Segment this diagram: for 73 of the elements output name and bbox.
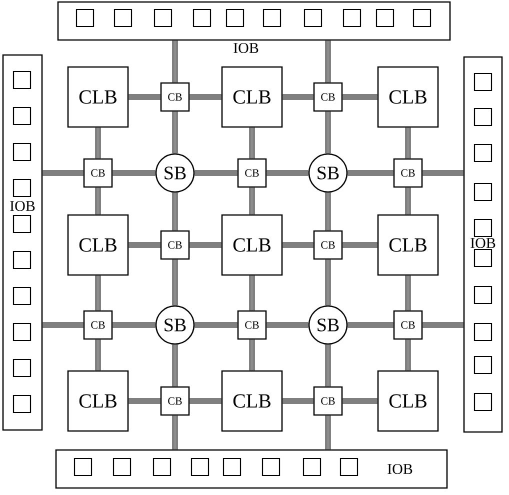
interconnect-lines: [326, 415, 330, 450]
interconnect-lines: [189, 242, 222, 248]
interconnect-lines: [96, 339, 100, 371]
interconnect-lines: [422, 322, 464, 328]
connection-box: CB: [160, 386, 190, 416]
interconnect-lines: [282, 398, 314, 404]
interconnect-lines: [266, 322, 309, 328]
clb-box: CLB: [67, 214, 129, 276]
iob-label: IOB: [234, 42, 258, 54]
interconnect-lines: [406, 339, 410, 371]
interconnect-lines: [250, 127, 254, 159]
clb-box: CLB: [67, 66, 129, 128]
clb-box: CLB: [221, 66, 283, 128]
interconnect-lines: [250, 187, 254, 215]
interconnect-lines: [42, 170, 84, 176]
interconnect-lines: [326, 259, 330, 306]
interconnect-lines: [96, 275, 100, 311]
interconnect-lines: [342, 242, 378, 248]
interconnect-lines: [42, 322, 84, 328]
interconnect-lines: [406, 187, 410, 215]
connection-box: CB: [393, 158, 423, 188]
interconnect-lines: [189, 94, 222, 100]
connection-box: CB: [313, 230, 343, 260]
interconnect-lines: [112, 170, 156, 176]
interconnect-lines: [347, 170, 394, 176]
connection-box: CB: [160, 230, 190, 260]
clb-box: CLB: [67, 370, 129, 432]
interconnect-lines: [326, 344, 330, 387]
interconnect-lines: [172, 40, 178, 83]
connection-box: CB: [83, 158, 113, 188]
connection-box: CB: [160, 82, 190, 112]
clb-box: CLB: [221, 370, 283, 432]
connection-box: CB: [237, 158, 267, 188]
interconnect-lines: [172, 111, 178, 154]
interconnect-lines: [172, 259, 178, 306]
interconnect-lines: [194, 322, 238, 328]
connection-box: CB: [313, 386, 343, 416]
interconnect-lines: [422, 170, 464, 176]
interconnect-lines: [406, 275, 410, 311]
interconnect-lines: [96, 127, 100, 159]
interconnect-lines: [128, 398, 161, 404]
interconnect-lines: [189, 398, 222, 404]
connection-box: CB: [83, 310, 113, 340]
clb-box: CLB: [377, 370, 439, 432]
connection-box: CB: [393, 310, 423, 340]
interconnect-lines: [172, 344, 178, 387]
interconnect-lines: [128, 94, 161, 100]
iob-label: IOB: [470, 238, 496, 248]
interconnect-lines: [282, 242, 314, 248]
interconnect-lines: [347, 322, 394, 328]
interconnect-lines: [406, 127, 410, 159]
clb-box: CLB: [221, 214, 283, 276]
interconnect-lines: [128, 242, 161, 248]
interconnect-lines: [282, 94, 314, 100]
interconnect-lines: [194, 170, 238, 176]
iob-label: IOB: [388, 464, 412, 474]
interconnect-lines: [250, 275, 254, 311]
interconnect-lines: [266, 170, 309, 176]
interconnect-lines: [326, 192, 330, 231]
interconnect-lines: [172, 192, 178, 231]
interconnect-lines: [250, 339, 254, 371]
interconnect-lines: [342, 94, 378, 100]
interconnect-lines: [172, 415, 178, 450]
interconnect-lines: [326, 111, 330, 154]
iob-label: IOB: [10, 200, 35, 212]
clb-box: CLB: [377, 214, 439, 276]
interconnect-lines: [112, 322, 156, 328]
interconnect-lines: [96, 187, 100, 215]
interconnect-lines: [342, 398, 378, 404]
connection-box: CB: [237, 310, 267, 340]
connection-box: CB: [313, 82, 343, 112]
interconnect-lines: [326, 40, 330, 83]
clb-box: CLB: [377, 66, 439, 128]
